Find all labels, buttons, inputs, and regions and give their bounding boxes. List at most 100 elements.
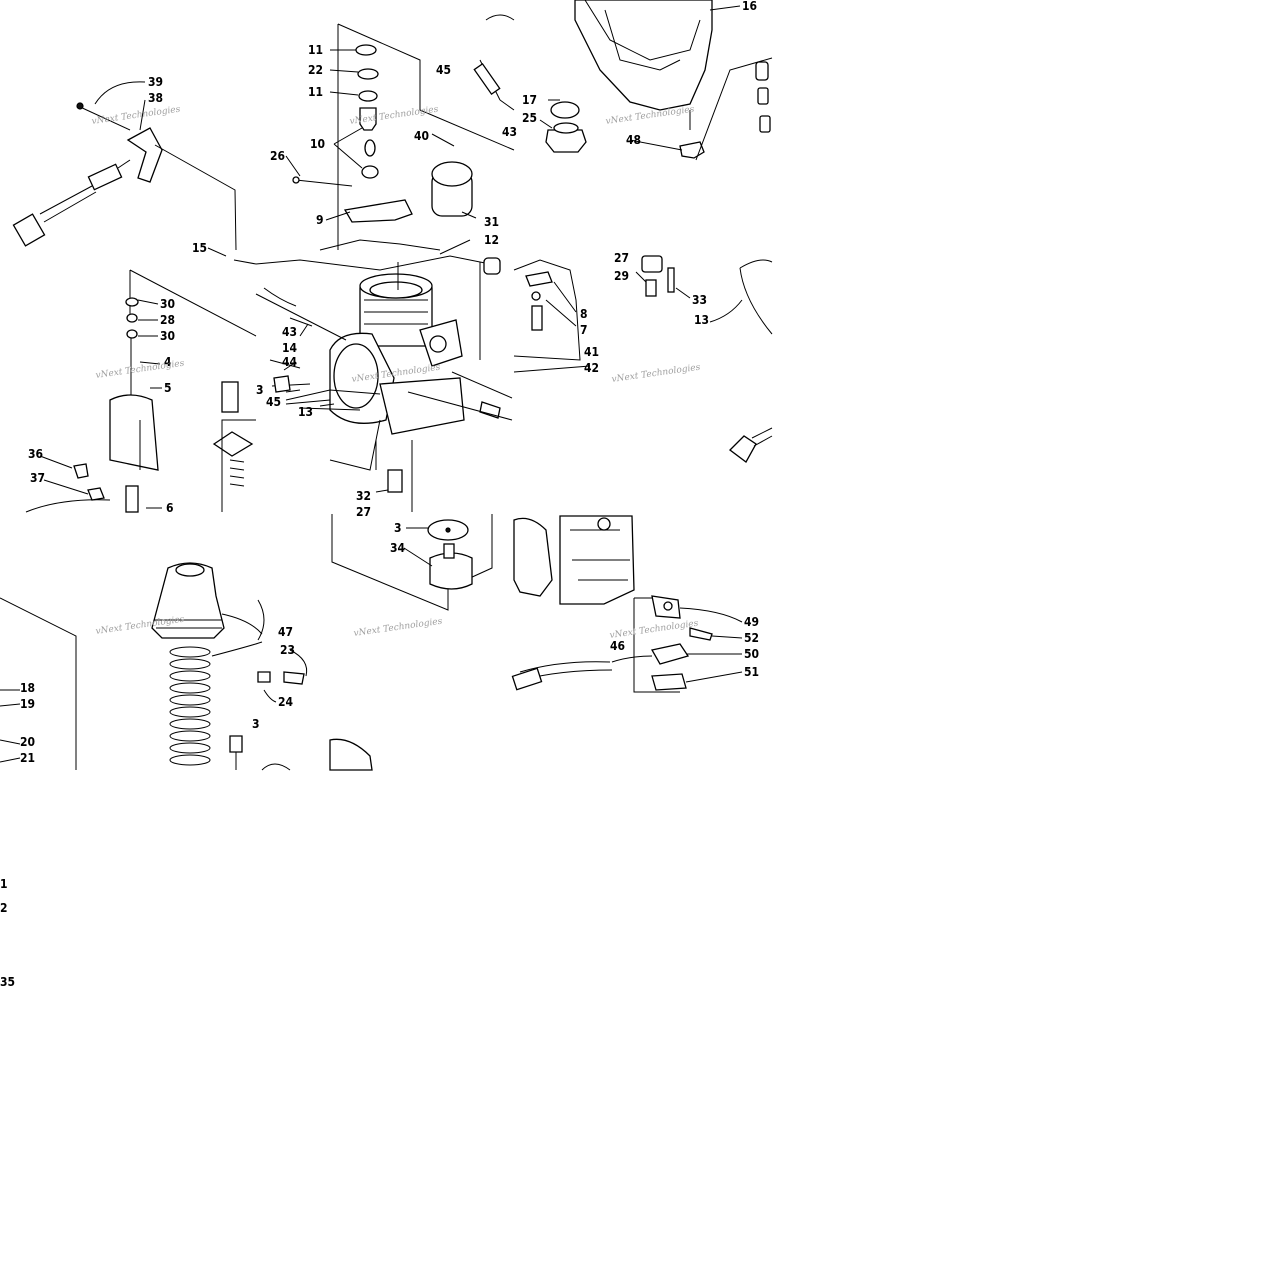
- sensor-connector: [511, 667, 543, 691]
- tile-needle-cap: [285, 14, 515, 255]
- callout-38: 38: [148, 91, 163, 105]
- throttle-lever: [126, 127, 163, 183]
- callout-22: 22: [308, 63, 323, 77]
- tile-float: [331, 514, 493, 611]
- plate-9: [343, 199, 413, 223]
- callout-7: 7: [580, 323, 588, 337]
- callout-16: 16: [742, 0, 757, 13]
- callout-12: 12: [484, 233, 499, 247]
- callout-43a: 43: [502, 125, 517, 139]
- float-bowl: [574, 0, 713, 111]
- choke-cap-47: [151, 562, 225, 639]
- callout-3c: 3: [252, 717, 260, 731]
- callout-labels: 39 38 11 22 11 10 26 9 40 31 12 45 43 16…: [0, 0, 759, 989]
- washer-11: [355, 44, 377, 56]
- callout-30a: 30: [160, 297, 175, 311]
- main-jet-32: [387, 469, 403, 493]
- callout-36: 36: [28, 447, 43, 461]
- carb-bell-partial: [513, 517, 553, 597]
- callout-5: 5: [164, 381, 172, 395]
- callout-32: 32: [356, 489, 371, 503]
- callout-11b: 11: [308, 85, 323, 99]
- callout-51: 51: [744, 665, 759, 679]
- drain-plug-25: [545, 129, 587, 153]
- callout-31: 31: [484, 215, 499, 229]
- watermark: vNext Technologies: [353, 617, 443, 639]
- tile-throttle-switch: [0, 0, 256, 256]
- callout-25: 25: [522, 111, 537, 125]
- switch-connector: [12, 213, 46, 247]
- screw-48: [679, 141, 705, 159]
- callout-10: 10: [310, 137, 325, 151]
- callout-21: 21: [20, 751, 35, 765]
- callout-13b: 13: [694, 313, 709, 327]
- callout-29: 29: [614, 269, 629, 283]
- callout-3b: 3: [394, 521, 402, 535]
- float-chamber-flange: [379, 377, 465, 435]
- adjuster: [359, 107, 377, 131]
- callout-34: 34: [390, 541, 406, 555]
- callout-14: 14: [282, 341, 298, 355]
- callout-41: 41: [584, 345, 599, 359]
- callout-43b: 43: [282, 325, 297, 339]
- callout-11: 11: [308, 43, 323, 57]
- callout-27b: 27: [614, 251, 629, 265]
- washer-11b: [358, 90, 378, 102]
- tps-plate-50: [650, 643, 690, 665]
- callout-50: 50: [744, 647, 759, 661]
- watermark: vNext Technologies: [611, 363, 701, 385]
- callout-45a: 45: [436, 63, 451, 77]
- callout-30b: 30: [160, 329, 175, 343]
- tile-throttle-slide: [25, 269, 257, 513]
- callout-19: 19: [20, 697, 35, 711]
- callout-33: 33: [692, 293, 707, 307]
- jet-6: [125, 485, 139, 513]
- callout-37: 37: [30, 471, 45, 485]
- callout-26: 26: [270, 149, 285, 163]
- washer-22: [357, 68, 379, 80]
- spring-coils: [169, 646, 211, 766]
- callout-3a: 3: [256, 383, 264, 397]
- callout-40: 40: [414, 129, 429, 143]
- tile-float-bowl: [539, 0, 773, 161]
- callout-8: 8: [580, 307, 588, 321]
- tile-choke-spring: [0, 562, 373, 771]
- callout-49: 49: [744, 615, 759, 629]
- watermark: vNext Technologies: [609, 619, 699, 641]
- cable-sleeve: [87, 163, 123, 191]
- callout-42: 42: [584, 361, 599, 375]
- tile-carb-body: [207, 247, 513, 512]
- callout-20: 20: [20, 735, 35, 749]
- callout-52: 52: [744, 631, 759, 645]
- gasket-17: [550, 101, 580, 119]
- callout-18: 18: [20, 681, 35, 695]
- callout-23: 23: [280, 643, 295, 657]
- callout-2: 2: [0, 901, 8, 915]
- callout-6: 6: [166, 501, 174, 515]
- callout-27a: 27: [356, 505, 371, 519]
- callout-47: 47: [278, 625, 293, 639]
- callout-1: 1: [0, 877, 8, 891]
- throttle-slide-5: [109, 394, 159, 471]
- pad-51: [651, 673, 687, 691]
- callout-39: 39: [148, 75, 163, 89]
- callout-24: 24: [278, 695, 294, 709]
- callout-45b: 45: [266, 395, 281, 409]
- callout-4: 4: [164, 355, 172, 369]
- callout-9: 9: [316, 213, 324, 227]
- callout-17: 17: [522, 93, 537, 107]
- o-ring-10: [364, 139, 376, 157]
- tile-tps-sensor: [511, 515, 743, 693]
- seat-10: [361, 165, 379, 179]
- callout-13a: 13: [298, 405, 313, 419]
- callout-35: 35: [0, 975, 15, 989]
- callout-15: 15: [192, 241, 207, 255]
- pilot-screw: [221, 381, 239, 413]
- connector-plug: [729, 435, 757, 463]
- callout-28: 28: [160, 313, 175, 327]
- callout-46: 46: [610, 639, 625, 653]
- tile-linkage: [513, 255, 773, 463]
- callout-44: 44: [282, 355, 298, 369]
- callout-48: 48: [626, 133, 641, 147]
